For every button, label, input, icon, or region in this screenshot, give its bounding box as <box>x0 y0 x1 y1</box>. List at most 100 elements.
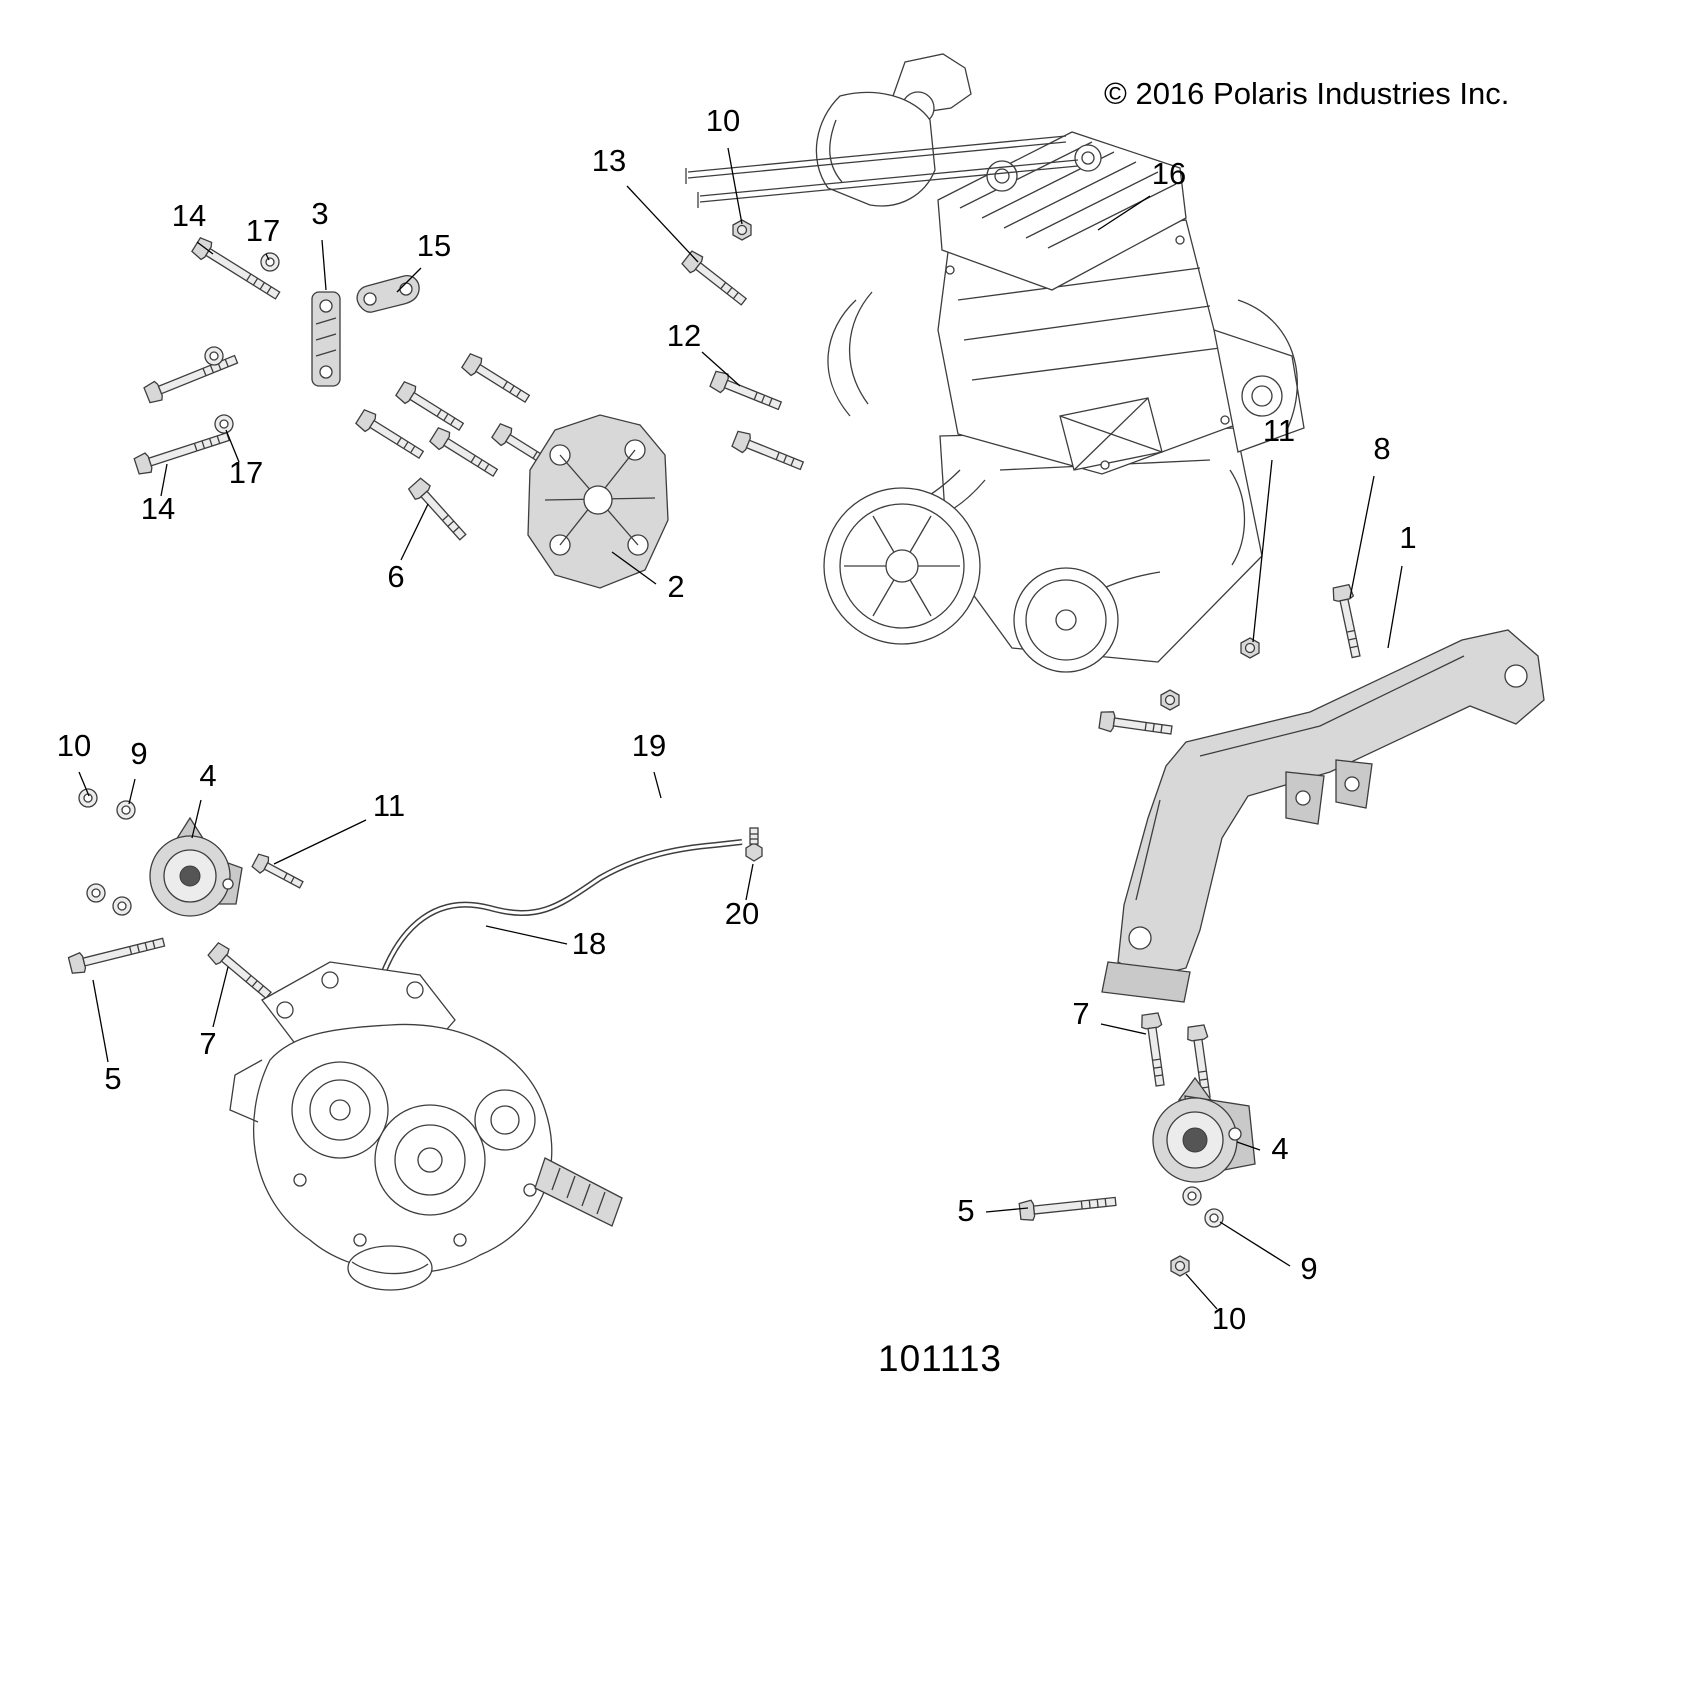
callout-14-leader <box>196 241 214 255</box>
callout-10: 10 <box>1212 1301 1246 1336</box>
callout-17-leader <box>225 429 240 463</box>
callout-layer: 1234455677899101010111112131414151617171… <box>57 103 1417 1336</box>
bolt-5-left <box>67 931 167 976</box>
callout-19: 19 <box>632 728 666 763</box>
bolt-12b <box>730 428 807 476</box>
bolt-12a <box>708 368 785 416</box>
engine-mount-4-right <box>1152 1076 1256 1183</box>
vent-hose-18 <box>375 839 743 989</box>
callout-11: 11 <box>1263 413 1295 448</box>
callout-6-leader <box>400 503 429 561</box>
callout-9-leader <box>128 778 136 805</box>
washer-9-left <box>116 800 136 820</box>
callout-2: 2 <box>667 569 684 604</box>
callout-18-leader <box>485 925 568 945</box>
callout-17: 17 <box>229 455 263 490</box>
transmission-illustration <box>229 961 623 1291</box>
callout-19-leader <box>653 771 662 799</box>
callout-9: 9 <box>1300 1251 1317 1286</box>
callout-10-leader <box>1185 1273 1218 1310</box>
bolt-mount <box>354 407 428 464</box>
callout-6: 6 <box>387 559 404 594</box>
bolt-mount <box>428 425 502 482</box>
bolt-8 <box>1330 583 1367 660</box>
callout-16-leader <box>1097 195 1151 231</box>
bolt-14c <box>132 426 232 477</box>
callout-1-leader <box>1387 565 1403 649</box>
callout-9: 9 <box>130 736 147 771</box>
callout-5-leader <box>92 979 109 1063</box>
callout-9-leader <box>1219 1221 1291 1267</box>
bolt-7-left <box>206 940 276 1004</box>
link-plate-15 <box>356 275 420 313</box>
callout-7-leader <box>212 966 229 1028</box>
callout-7: 7 <box>1072 996 1089 1031</box>
nut-10-right <box>1170 1255 1190 1277</box>
callout-7: 7 <box>199 1026 216 1061</box>
fitting-20 <box>745 827 763 862</box>
mount-bracket-2 <box>527 414 669 589</box>
washer-10-left <box>78 788 98 808</box>
bolt-7-right-a <box>1139 1012 1171 1088</box>
engine-illustration <box>815 53 1305 673</box>
callout-7-leader <box>1100 1023 1147 1035</box>
callout-13: 13 <box>592 143 626 178</box>
callout-2-leader <box>611 551 657 585</box>
callout-8-leader <box>1349 475 1375 599</box>
callout-11-leader <box>273 819 367 865</box>
callout-4-leader <box>1236 1141 1261 1151</box>
callout-20-leader <box>745 863 754 901</box>
bolt-6 <box>406 476 471 545</box>
spacer-plate-3 <box>311 291 341 387</box>
callout-5-leader <box>985 1207 1029 1213</box>
bolt-mount <box>394 379 468 436</box>
long-through-bolts <box>685 135 1079 208</box>
washer-17c <box>214 414 234 434</box>
callout-11-leader <box>1252 459 1273 643</box>
callout-17: 17 <box>246 213 280 248</box>
engine-mount-4-left <box>149 816 243 917</box>
bolt-14b <box>142 349 241 406</box>
washer-9-right <box>1204 1208 1224 1228</box>
callout-17-leader <box>265 253 270 261</box>
callout-5: 5 <box>104 1061 121 1096</box>
callout-3-leader <box>321 239 327 291</box>
callout-10-leader <box>727 147 743 225</box>
washer-17a <box>260 252 280 272</box>
callout-12-leader <box>701 351 741 387</box>
callout-4: 4 <box>1271 1131 1288 1166</box>
callout-4-leader <box>191 799 202 839</box>
bolt-11-center <box>250 851 307 894</box>
callout-10: 10 <box>57 728 91 763</box>
diagram-id: 101113 <box>878 1338 1002 1379</box>
callout-8: 8 <box>1373 431 1390 466</box>
callout-15: 15 <box>417 228 451 263</box>
callout-10-leader <box>78 771 90 797</box>
callout-4: 4 <box>199 758 216 793</box>
callout-10: 10 <box>706 103 740 138</box>
callout-11: 11 <box>373 788 405 823</box>
bolt-center <box>1098 709 1174 741</box>
callout-20: 20 <box>725 896 759 931</box>
bolt-13 <box>680 248 751 311</box>
callout-14: 14 <box>141 491 175 526</box>
washer-left-b <box>112 896 132 916</box>
callout-5: 5 <box>957 1193 974 1228</box>
bolt-mount <box>460 351 534 408</box>
callout-14: 14 <box>172 198 206 233</box>
callout-12: 12 <box>667 318 701 353</box>
callout-18: 18 <box>572 926 606 961</box>
nut-11-right <box>1240 637 1260 659</box>
callout-13-leader <box>626 185 699 263</box>
nut-center <box>1160 689 1180 711</box>
mount-bar-1 <box>1101 629 1545 1003</box>
callout-14-leader <box>160 463 168 497</box>
washer-right-a <box>1182 1186 1202 1206</box>
callout-15-leader <box>396 267 422 293</box>
bolt-5-right <box>1018 1190 1118 1223</box>
washer-17b <box>204 346 224 366</box>
upper-left-hardware <box>132 235 564 545</box>
washer-left-a <box>86 883 106 903</box>
